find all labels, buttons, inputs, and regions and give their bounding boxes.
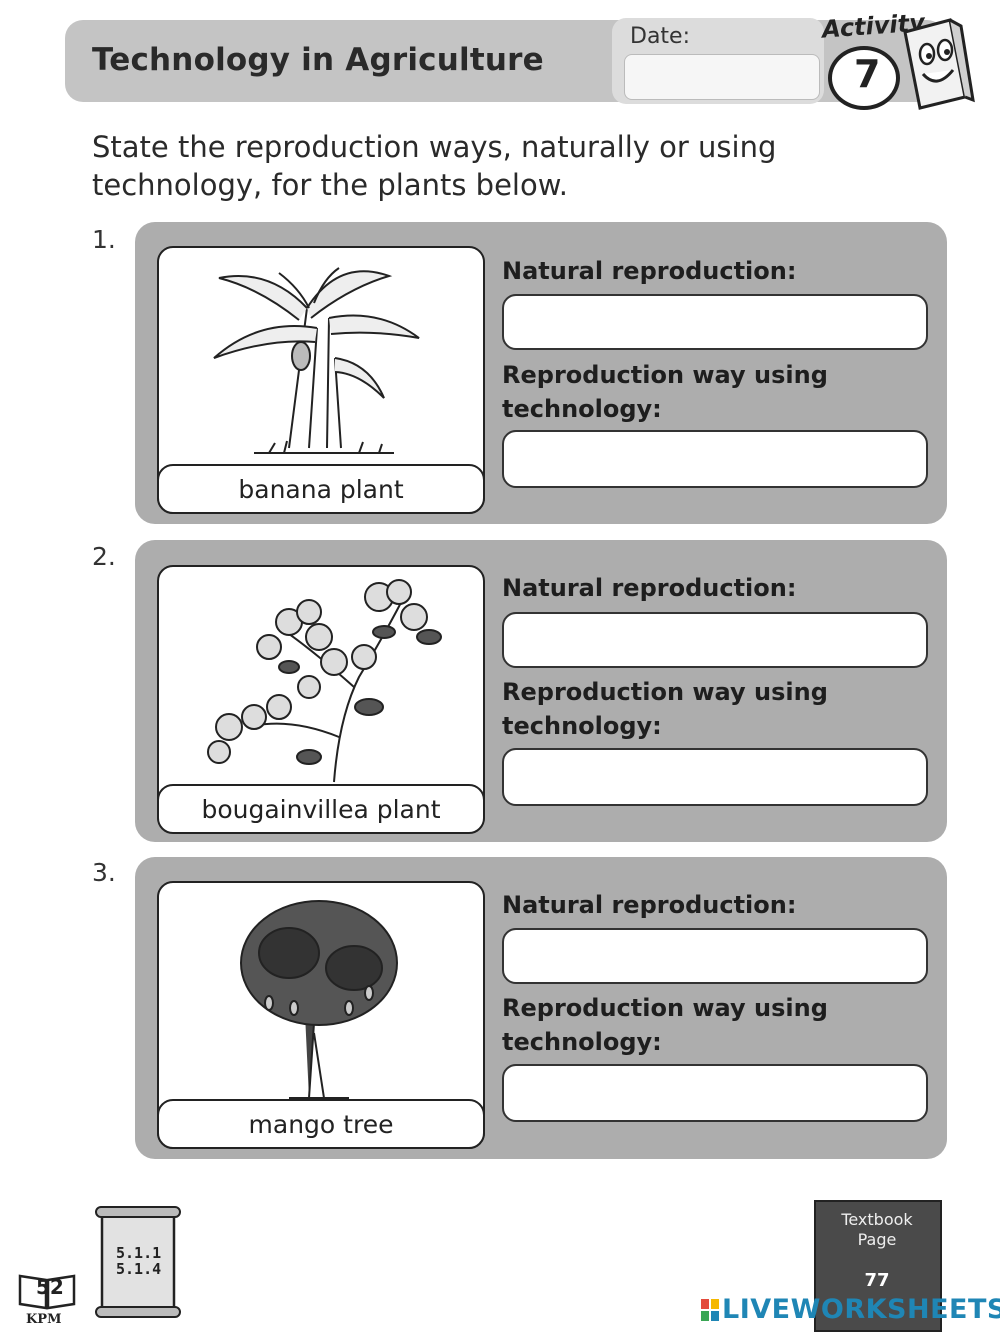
activity-number-badge (828, 46, 900, 110)
plant-name-label: banana plant (157, 464, 485, 514)
instructions-text: State the reproduction ways, naturally o… (92, 130, 777, 202)
plant-name-label: bougainvillea plant (157, 784, 485, 834)
natural-reproduction-label: Natural reproduction: (502, 574, 797, 602)
standard-code: 5.1.1 (116, 1244, 162, 1262)
technology-reproduction-label: Reproduction way using technology: (502, 678, 828, 740)
item-number: 2. (92, 542, 116, 571)
textbook-label: Textbook Page (841, 1210, 913, 1249)
item-number: 1. (92, 225, 116, 254)
activity-number: 7 (854, 52, 881, 96)
page-number: 52 (36, 1275, 64, 1299)
natural-reproduction-input[interactable] (502, 612, 928, 668)
natural-reproduction-label: Natural reproduction: (502, 891, 797, 919)
textbook-page-number: 77 (864, 1270, 890, 1291)
banana-plant-icon (213, 267, 420, 454)
liveworksheets-logo-icon (701, 1299, 719, 1321)
technology-reproduction-label: Reproduction way using technology: (502, 994, 828, 1056)
publisher-label: KPM (26, 1312, 62, 1327)
date-label: Date: (630, 24, 690, 49)
open-book-icon (18, 1274, 76, 1310)
mango-tree-icon (240, 900, 398, 1099)
plant-name-label: mango tree (157, 1099, 485, 1149)
date-field[interactable] (624, 54, 820, 100)
scroll-icon (95, 1206, 181, 1318)
natural-reproduction-input[interactable] (502, 928, 928, 984)
natural-reproduction-label: Natural reproduction: (502, 257, 797, 285)
technology-reproduction-input[interactable] (502, 748, 928, 806)
standards-codes: 5.1.1 5.1.4 (116, 1245, 161, 1277)
standard-code: 5.1.4 (116, 1260, 162, 1278)
page-title: Technology in Agriculture (92, 42, 544, 78)
technology-reproduction-label: Reproduction way using technology: (502, 361, 828, 423)
book-mascot-icon (903, 18, 975, 110)
item-number: 3. (92, 858, 116, 887)
natural-reproduction-input[interactable] (502, 294, 928, 350)
liveworksheets-watermark: LIVEWORKSHEETS (722, 1294, 1000, 1325)
bougainvillea-plant-icon (207, 579, 442, 783)
technology-reproduction-input[interactable] (502, 430, 928, 488)
technology-reproduction-input[interactable] (502, 1064, 928, 1122)
